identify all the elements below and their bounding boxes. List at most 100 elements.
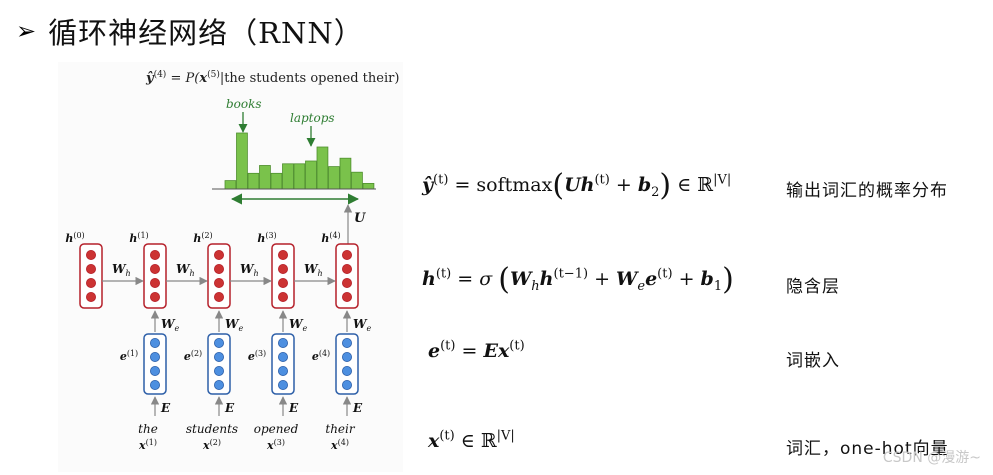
embed-matrix-label: We [289, 317, 307, 333]
histogram-bar [282, 163, 294, 190]
embed-matrix-label: We [225, 317, 243, 333]
input-vector-label: x(4) [330, 438, 349, 452]
annotation-books: books [226, 97, 262, 111]
hidden-state-label: h(0) [65, 231, 84, 245]
desc-output: 输出词汇的概率分布 [786, 181, 948, 201]
histogram-bar [305, 160, 317, 190]
hidden-state-label: h(1) [129, 231, 148, 245]
equation-hidden: h(t) = σ (Whh(t−1) + Wee(t) + b1) [422, 262, 734, 297]
embedding-neuron [277, 365, 288, 376]
desc-hidden: 隐含层 [786, 277, 840, 297]
equation-input: x(t) ∈ ℝ|V| [428, 428, 515, 452]
input-word: opened [254, 422, 299, 436]
page-title: 循环神经网络（RNN） [48, 16, 364, 50]
histogram-bar [351, 171, 363, 190]
input-word: the [138, 422, 158, 436]
embedding-box [335, 333, 359, 395]
embedding-neuron [277, 379, 288, 390]
embedding-matrix-label: E [288, 401, 299, 415]
bullet-arrow-icon: ➢ [16, 17, 37, 45]
hidden-state-box [143, 243, 167, 309]
hidden-neuron [86, 277, 97, 288]
desc-embed: 词嵌入 [786, 351, 840, 371]
embedding-neuron [341, 337, 352, 348]
desc-input: 词汇，one-hot向量 [786, 439, 949, 459]
embedding-matrix-label: E [160, 401, 171, 415]
histogram-bar [316, 146, 329, 190]
histogram-bar [339, 157, 352, 190]
histogram-bar [236, 132, 248, 190]
slide-title: ➢ 循环神经网络（RNN） [16, 10, 364, 52]
embedding-box [271, 333, 295, 395]
histogram-bar [362, 182, 375, 190]
embedding-neuron [213, 337, 224, 348]
embedding-label: e(3) [248, 349, 266, 363]
embedding-neuron [149, 379, 160, 390]
histogram-bar [328, 166, 340, 190]
embedding-neuron [149, 337, 160, 348]
input-word: their [325, 422, 355, 436]
hidden-neuron [149, 291, 160, 302]
embedding-neuron [149, 351, 160, 362]
hidden-state-label: h(4) [321, 231, 340, 245]
hidden-state-label: h(2) [193, 231, 212, 245]
embedding-neuron [213, 351, 224, 362]
hidden-neuron [86, 249, 97, 260]
histogram-bar [259, 165, 271, 190]
recurrent-matrix-label: Wh [176, 262, 195, 278]
hidden-neuron [341, 249, 352, 260]
embedding-label: e(4) [312, 349, 330, 363]
annotation-laptops: laptops [290, 111, 335, 125]
hidden-neuron [213, 277, 224, 288]
embedding-neuron [341, 365, 352, 376]
input-vector-label: x(1) [138, 438, 157, 452]
hidden-neuron [277, 249, 288, 260]
input-vector-label: x(2) [202, 438, 221, 452]
hidden-neuron [149, 263, 160, 274]
hidden-neuron [277, 291, 288, 302]
hidden-neuron [86, 291, 97, 302]
histogram-bar [224, 180, 237, 190]
hidden-state-box [79, 243, 103, 309]
hidden-neuron [149, 249, 160, 260]
histogram-bar [247, 172, 260, 190]
hidden-neuron [213, 291, 224, 302]
histogram-bar [293, 163, 306, 190]
hidden-neuron [213, 263, 224, 274]
hidden-neuron [277, 263, 288, 274]
hidden-neuron [149, 277, 160, 288]
hidden-neuron [341, 277, 352, 288]
recurrent-matrix-label: Wh [240, 262, 259, 278]
embedding-neuron [213, 365, 224, 376]
recurrent-matrix-label: Wh [304, 262, 323, 278]
equation-output: ŷ(t) = softmax(Uh(t) + b2) ∈ ℝ|V| [422, 168, 732, 203]
embedding-matrix-label: E [224, 401, 235, 415]
hidden-neuron [213, 249, 224, 260]
embed-matrix-label: We [353, 317, 371, 333]
hidden-neuron [341, 291, 352, 302]
prob-formula: ŷ(4) = P(x(5)|the students opened their) [145, 69, 399, 86]
input-word: students [186, 422, 238, 436]
hidden-state-label: h(3) [257, 231, 276, 245]
hidden-neuron [277, 277, 288, 288]
hidden-state-box [271, 243, 295, 309]
hidden-state-box [335, 243, 359, 309]
input-vector-label: x(3) [266, 438, 285, 452]
hidden-neuron [86, 263, 97, 274]
embedding-neuron [341, 379, 352, 390]
embedding-neuron [149, 365, 160, 376]
hidden-state-box [207, 243, 231, 309]
embedding-neuron [341, 351, 352, 362]
embedding-neuron [277, 337, 288, 348]
embedding-label: e(1) [120, 349, 138, 363]
embedding-matrix-label: E [352, 401, 363, 415]
embedding-neuron [213, 379, 224, 390]
embedding-box [143, 333, 167, 395]
embedding-label: e(2) [184, 349, 202, 363]
output-matrix-label: U [354, 211, 366, 226]
embed-matrix-label: We [161, 317, 179, 333]
histogram-bar [270, 172, 283, 190]
